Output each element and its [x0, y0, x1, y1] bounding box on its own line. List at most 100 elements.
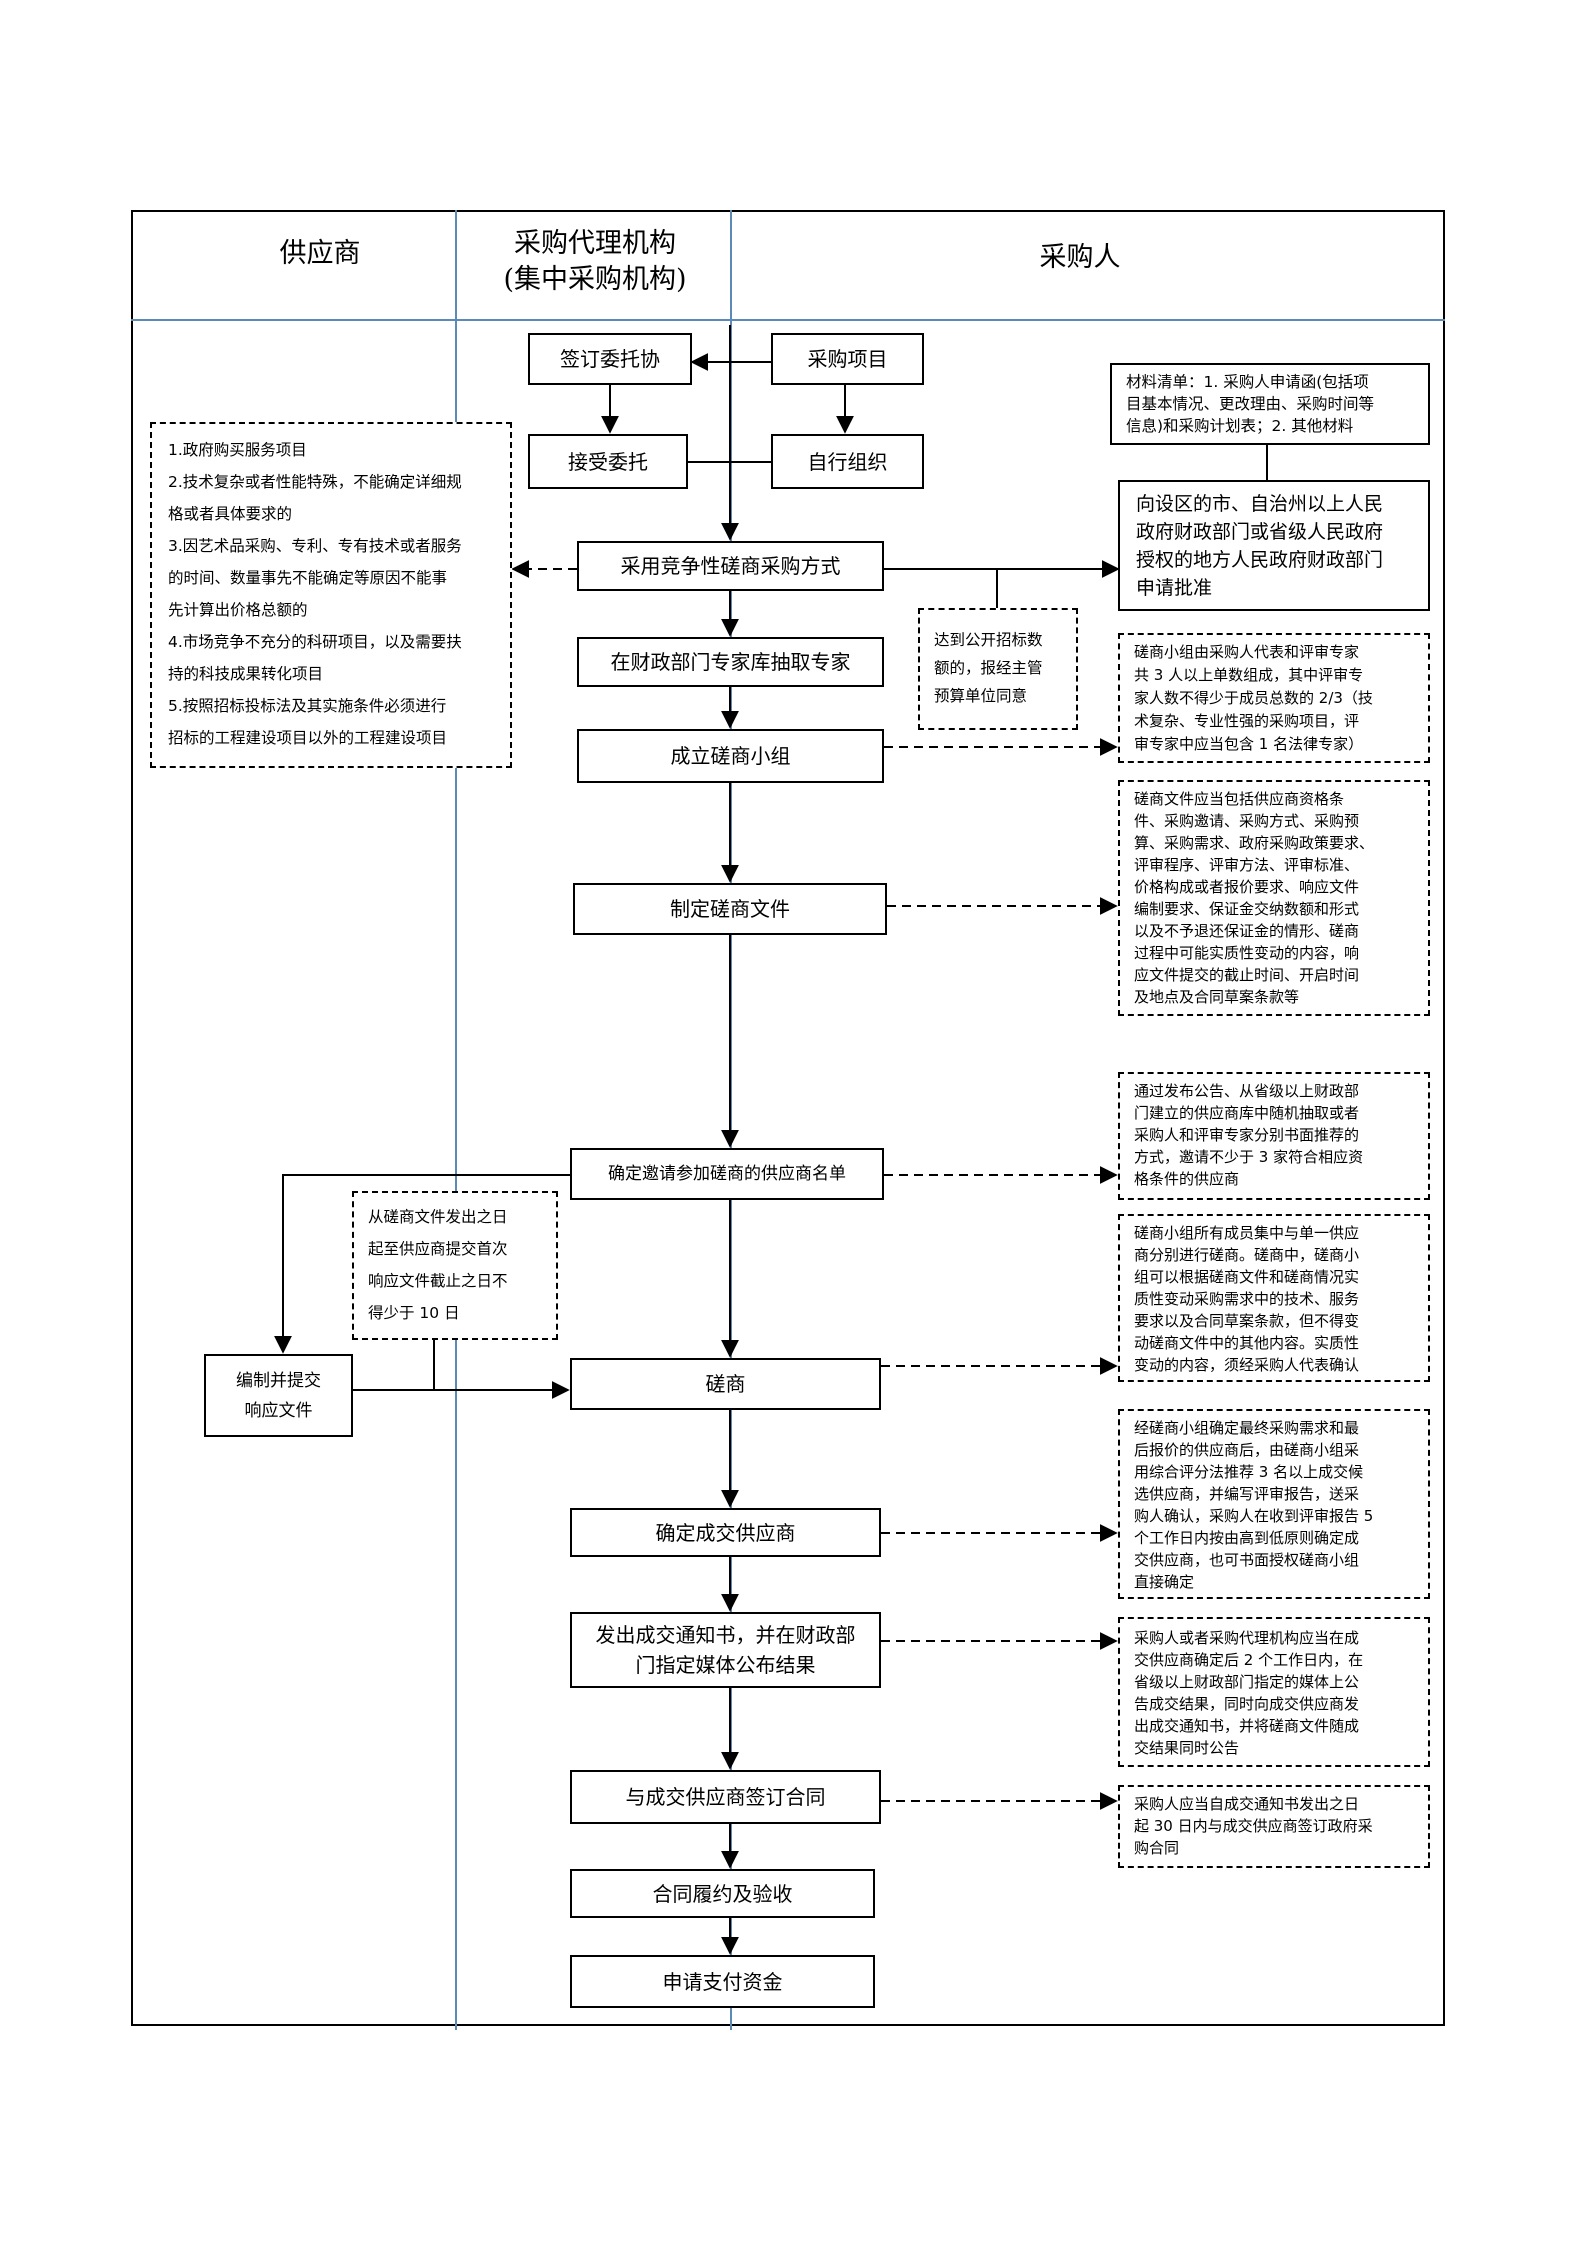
note-docs-content: 磋商文件应当包括供应商资格条件、采购邀请、采购方式、采购预算、采购需求、政府采购… [1118, 780, 1430, 1016]
note-winner-rules-line: 经磋商小组确定最终采购需求和最 [1134, 1419, 1360, 1437]
note-contract-rules-line: 采购人应当自成交通知书发出之日 [1134, 1795, 1360, 1813]
step-sign-contract: 与成交供应商签订合同 [570, 1770, 881, 1824]
step-consultation-label: 磋商 [705, 1372, 746, 1396]
note-applicable-projects-line: 5.按照招标投标法及其实施条件必须进行 [168, 697, 447, 715]
note-consultation-rules-line: 质性变动采购需求中的技术、服务 [1134, 1290, 1360, 1308]
step-determine-winner-label: 确定成交供应商 [655, 1520, 796, 1545]
step-accept-entrustment: 接受委托 [528, 434, 688, 489]
note-notice-rules-line: 采购人或者采购代理机构应当在成 [1134, 1629, 1360, 1647]
step-determine-winner: 确定成交供应商 [570, 1508, 881, 1557]
lane-title-purchaser: 采购人 [1039, 242, 1121, 273]
note-docs-content-line: 算、采购需求、政府采购政策要求、 [1134, 834, 1375, 852]
note-public-tender-threshold-line: 达到公开招标数 [934, 631, 1043, 649]
note-notice-rules-line: 省级以上财政部门指定的媒体上公 [1134, 1673, 1360, 1691]
note-applicable-projects-line: 招标的工程建设项目以外的工程建设项目 [168, 729, 448, 747]
note-consultation-rules-line: 组可以根据磋商文件和磋商情况实 [1134, 1268, 1360, 1286]
step-prepare-response-line1: 编制并提交 [236, 1370, 321, 1391]
note-response-deadline: 从磋商文件发出之日起至供应商提交首次响应文件截止之日不得少于 10 日 [352, 1191, 558, 1340]
step-accept-entrustment-label: 接受委托 [568, 449, 648, 474]
note-panel-composition-line: 磋商小组由采购人代表和评审专家 [1134, 643, 1360, 661]
note-materials-list-line: 信息)和采购计划表；2. 其他材料 [1126, 417, 1354, 435]
note-panel-composition-line: 审专家中应当包含 1 名法律专家） [1134, 735, 1364, 753]
note-invite-suppliers: 通过发布公告、从省级以上财政部门建立的供应商库中随机抽取或者采购人和评审专家分别… [1118, 1072, 1430, 1200]
note-panel-composition: 磋商小组由采购人代表和评审专家共 3 人以上单数组成，其中评审专家人数不得少于成… [1118, 633, 1430, 763]
note-invite-suppliers-line: 通过发布公告、从省级以上财政部 [1134, 1082, 1360, 1100]
note-docs-content-line: 磋商文件应当包括供应商资格条 [1134, 790, 1345, 808]
note-consultation-rules-line: 要求以及合同草案条款，但不得变 [1134, 1312, 1360, 1330]
step-adopt-method: 采用竞争性磋商采购方式 [577, 541, 884, 591]
note-consultation-rules: 磋商小组所有成员集中与单一供应商分别进行磋商。磋商中，磋商小组可以根据磋商文件和… [1118, 1214, 1430, 1382]
step-adopt-method-label: 采用竞争性磋商采购方式 [620, 554, 841, 578]
note-docs-content-line: 件、采购邀请、采购方式、采购预 [1134, 812, 1360, 830]
note-winner-rules-line: 选供应商，并编写评审报告，送采 [1134, 1485, 1360, 1503]
note-applicable-projects-line: 的时间、数量事先不能确定等原因不能事 [168, 569, 448, 587]
note-notice-rules: 采购人或者采购代理机构应当在成交供应商确定后 2 个工作日内，在省级以上财政部门… [1118, 1617, 1430, 1767]
note-response-deadline-line: 从磋商文件发出之日 [368, 1208, 508, 1226]
note-applicable-projects-line: 3.因艺术品采购、专利、专有技术或者服务 [168, 537, 462, 555]
note-consultation-rules-line: 动磋商文件中的其他内容。实质性 [1134, 1334, 1360, 1352]
step-sign-contract-label: 与成交供应商签订合同 [625, 1785, 826, 1809]
step-draw-experts: 在财政部门专家库抽取专家 [577, 637, 884, 687]
step-apply-payment-label: 申请支付资金 [662, 1969, 783, 1994]
step-prepare-docs-label: 制定磋商文件 [670, 897, 790, 921]
note-invite-suppliers-line: 采购人和评审专家分别书面推荐的 [1134, 1126, 1360, 1144]
note-apply-approval-line: 申请批准 [1136, 577, 1213, 599]
note-contract-rules: 采购人应当自成交通知书发出之日起 30 日内与成交供应商签订政府采购合同 [1118, 1785, 1430, 1868]
note-public-tender-threshold: 达到公开招标数额的，报经主管预算单位同意 [918, 608, 1078, 730]
lane-title-supplier: 供应商 [279, 238, 361, 269]
note-panel-composition-line: 共 3 人以上单数组成，其中评审专 [1134, 666, 1364, 684]
note-notice-rules-line: 告成交结果，同时向成交供应商发 [1134, 1695, 1360, 1713]
note-consultation-rules-line: 商分别进行磋商。磋商中，磋商小 [1134, 1246, 1360, 1264]
note-apply-approval-line: 授权的地方人民政府财政部门 [1136, 549, 1384, 571]
note-docs-content-line: 编制要求、保证金交纳数额和形式 [1134, 900, 1360, 918]
step-sign-entrustment: 签订委托协 [528, 333, 692, 385]
step-sign-entrustment-label: 签订委托协 [560, 347, 660, 371]
note-docs-content-line: 以及不予退还保证金的情形、磋商 [1134, 922, 1360, 940]
note-notice-rules-line: 交供应商确定后 2 个工作日内，在 [1134, 1651, 1364, 1669]
note-contract-rules-line: 购合同 [1134, 1839, 1180, 1857]
note-docs-content-line: 及地点及合同草案条款等 [1134, 988, 1300, 1006]
note-consultation-rules-line: 变动的内容，须经采购人代表确认 [1134, 1356, 1360, 1374]
note-materials-list-line: 目基本情况、更改理由、采购时间等 [1126, 395, 1375, 413]
lane-header-divider [131, 319, 1445, 321]
note-applicable-projects-line: 先计算出价格总额的 [168, 601, 308, 619]
step-form-panel-label: 成立磋商小组 [670, 744, 791, 768]
note-apply-approval-line: 政府财政部门或省级人民政府 [1136, 521, 1384, 543]
note-notice-rules-line: 出成交通知书，并将磋商文件随成 [1134, 1717, 1360, 1735]
diagram-frame [131, 210, 1445, 2026]
note-contract-rules-line: 起 30 日内与成交供应商签订政府采 [1134, 1817, 1373, 1835]
note-docs-content-line: 评审程序、评审方法、评审标准、 [1134, 856, 1360, 874]
step-form-panel: 成立磋商小组 [577, 729, 884, 783]
note-docs-content-line: 过程中可能实质性变动的内容，响 [1134, 944, 1360, 962]
note-winner-rules-line: 用综合评分法推荐 3 名以上成交候 [1134, 1463, 1364, 1481]
step-prepare-response-line2: 响应文件 [244, 1400, 313, 1421]
note-applicable-projects: 1.政府购买服务项目 2.技术复杂或者性能特殊，不能确定详细规格或者具体要求的 3.… [150, 422, 512, 768]
lane-header-purchaser: 采购人 [990, 240, 1170, 276]
note-apply-approval-line: 向设区的市、自治州以上人民 [1136, 493, 1384, 515]
step-self-organize-label: 自行组织 [807, 449, 888, 474]
step-issue-notice-line1: 发出成交通知书，并在财政部 [595, 1623, 856, 1647]
lane-divider-left [455, 210, 457, 2030]
step-determine-suppliers: 确定邀请参加磋商的供应商名单 [570, 1148, 884, 1200]
note-applicable-projects-line: 格或者具体要求的 [168, 505, 293, 523]
arrow-suppliers-to-response [274, 1174, 570, 1354]
note-winner-rules-line: 交供应商，也可书面授权磋商小组 [1134, 1551, 1360, 1569]
note-panel-composition-line: 家人数不得少于成员总数的 2/3（技 [1134, 689, 1373, 707]
note-applicable-projects-line: 4.市场竞争不充分的科研项目，以及需要扶 [168, 633, 462, 651]
step-prepare-docs: 制定磋商文件 [573, 883, 887, 935]
lane-header-agency: 采购代理机构 (集中采购机构) [470, 226, 720, 298]
lane-title-agency-line2: (集中采购机构) [503, 264, 687, 295]
step-self-organize: 自行组织 [771, 434, 924, 489]
note-materials-list: 材料清单：1. 采购人申请函(包括项目基本情况、更改理由、采购时间等信息)和采购… [1110, 363, 1430, 445]
note-invite-suppliers-line: 方式，邀请不少于 3 家符合相应资 [1134, 1148, 1364, 1166]
step-purchase-project-label: 采购项目 [807, 347, 888, 371]
note-winner-rules-line: 后报价的供应商后，由磋商小组采 [1134, 1441, 1360, 1459]
step-issue-notice: 发出成交通知书，并在财政部 门指定媒体公布结果 [570, 1612, 881, 1688]
note-applicable-projects-line: 1.政府购买服务项目 [168, 441, 307, 459]
note-docs-content-line: 价格构成或者报价要求、响应文件 [1134, 878, 1360, 896]
note-winner-rules-line: 直接确定 [1134, 1573, 1195, 1591]
note-notice-rules-line: 交结果同时公告 [1134, 1739, 1240, 1757]
step-contract-performance: 合同履约及验收 [570, 1869, 875, 1918]
step-issue-notice-line2: 门指定媒体公布结果 [635, 1653, 816, 1677]
note-applicable-projects-line: 2.技术复杂或者性能特殊，不能确定详细规 [168, 473, 462, 491]
